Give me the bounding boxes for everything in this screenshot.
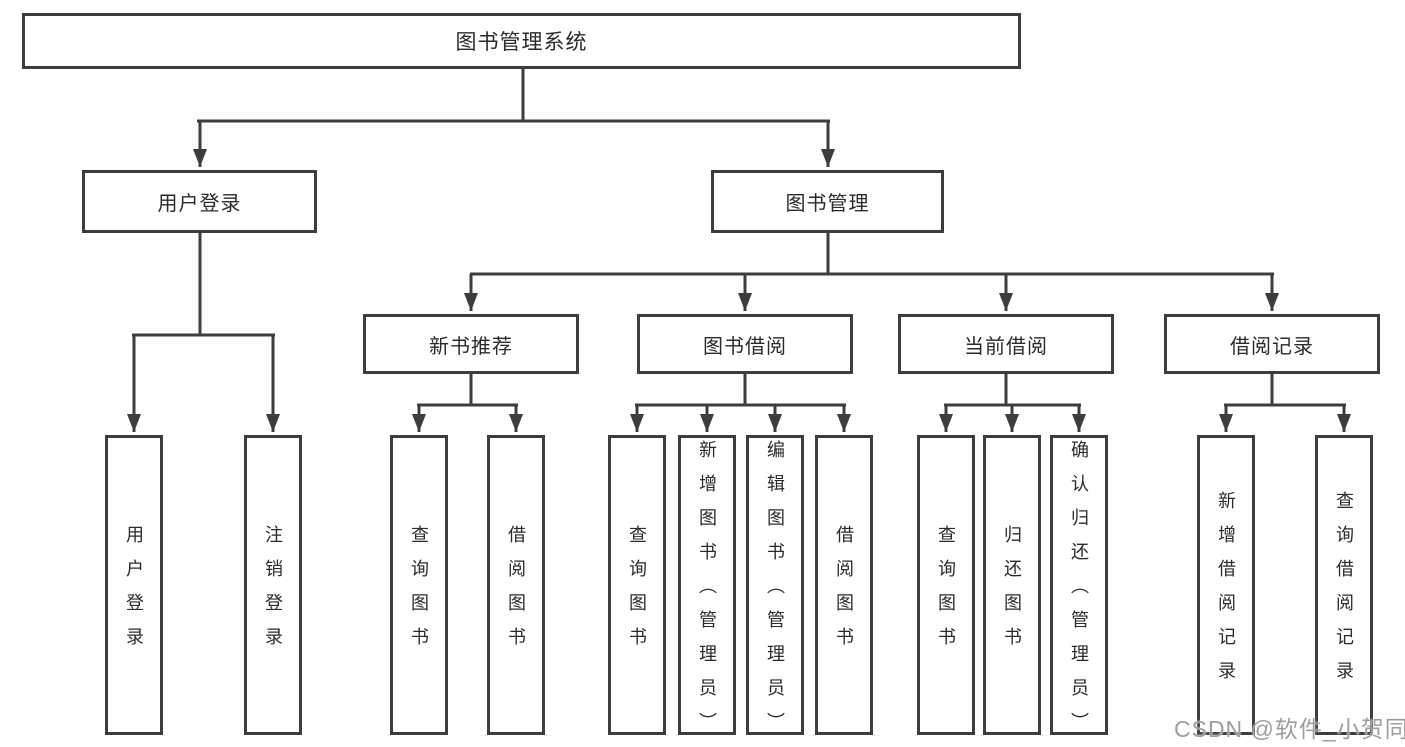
leaf-logout: 注销登录	[244, 435, 302, 735]
node-book-management: 图书管理	[711, 170, 944, 233]
leaf-borrow-books: 借阅图书	[815, 435, 873, 735]
leaf-add-borrow-record: 新增借阅记录	[1197, 435, 1255, 735]
leaf-label: 归还图书	[1002, 525, 1022, 661]
leaf-label: 编辑图书（管理员）	[765, 440, 785, 746]
leaf-label: 查询图书	[409, 525, 429, 661]
leaf-recommend-borrow-books: 借阅图书	[487, 435, 545, 735]
connector-bookmgmt-to-level3	[464, 274, 1279, 311]
leaf-confirm-return-admin: 确认归还（管理员）	[1050, 435, 1108, 746]
connector-root-to-level2	[193, 121, 835, 167]
node-user-login: 用户登录	[82, 170, 317, 233]
leaf-return-books: 归还图书	[983, 435, 1041, 735]
connector-trunks	[132, 68, 1346, 407]
leaf-label: 用户登录	[124, 525, 144, 661]
leaf-add-books-admin: 新增图书（管理员）	[678, 435, 736, 746]
leaf-borrow-query-books: 查询图书	[608, 435, 666, 735]
leaf-query-borrow-record: 查询借阅记录	[1315, 435, 1373, 735]
connector-userlogin-to-leaves	[127, 335, 280, 432]
node-current-borrow: 当前借阅	[898, 314, 1114, 374]
leaf-label: 查询图书	[936, 525, 956, 661]
leaf-label: 确认归还（管理员）	[1069, 440, 1089, 746]
leaf-user-login: 用户登录	[105, 435, 163, 735]
leaf-recommend-query-books: 查询图书	[390, 435, 448, 735]
leaf-label: 新增借阅记录	[1216, 491, 1236, 695]
connector-recommend-to-leaves	[412, 405, 523, 432]
node-root-system: 图书管理系统	[22, 13, 1021, 69]
connector-borrow-to-leaves	[630, 405, 851, 432]
node-new-book-recommend: 新书推荐	[363, 314, 579, 374]
node-book-borrow: 图书借阅	[637, 314, 853, 374]
leaf-label: 借阅图书	[834, 525, 854, 661]
connector-current-to-leaves	[939, 405, 1086, 432]
leaf-edit-books-admin: 编辑图书（管理员）	[746, 435, 804, 746]
leaf-label: 借阅图书	[506, 525, 526, 661]
connector-records-to-leaves	[1219, 405, 1351, 432]
leaf-label: 新增图书（管理员）	[697, 440, 717, 746]
leaf-current-query-books: 查询图书	[917, 435, 975, 735]
node-borrow-records: 借阅记录	[1164, 314, 1380, 374]
leaf-label: 注销登录	[263, 525, 283, 661]
watermark: CSDN @软件_小贺同学	[1174, 716, 1405, 742]
leaf-label: 查询借阅记录	[1334, 491, 1354, 695]
leaf-label: 查询图书	[627, 525, 647, 661]
